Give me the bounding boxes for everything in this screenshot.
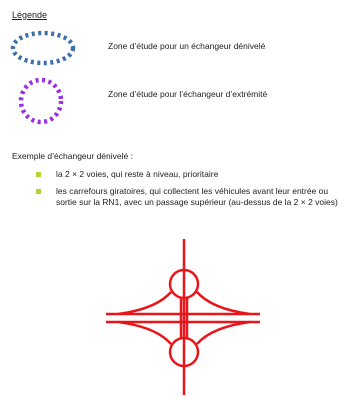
legend-label-end-interchange-zone: Zone d’étude pour l’échangeur d’extrémit… [108,89,268,99]
ramp-lower-left [117,320,172,345]
bullet-text: la 2 × 2 voies, qui reste à niveau, prio… [56,169,219,179]
roundabout-bottom [168,336,200,368]
bullet-square-icon [36,189,41,194]
example-intro: Exemple d’échangeur dénivelé : [12,151,133,161]
ramp-upper-right [196,291,251,316]
legend-title: Légende [12,10,48,20]
interchange-diagram [106,239,260,395]
bullet-square-icon [36,172,41,177]
ramp-lower-right [196,320,251,345]
ramp-upper-left [117,291,172,316]
legend-item-end-interchange-zone: Zone d’étude pour l’échangeur d’extrémit… [0,75,353,125]
dotted-circle-icon [18,77,64,125]
list-item: les carrefours giratoires, qui collecten… [36,186,341,208]
roundabout-top [168,268,200,300]
legend-item-interchange-zone: Zone d’étude pour un échangeur dénivelé [0,27,353,67]
list-item: la 2 × 2 voies, qui reste à niveau, prio… [36,169,341,180]
legend-label-interchange-zone: Zone d’étude pour un échangeur dénivelé [108,41,266,51]
dotted-ellipse-icon [10,30,76,66]
bullet-text: les carrefours giratoires, qui collecten… [56,186,338,207]
example-bullet-list: la 2 × 2 voies, qui reste à niveau, prio… [36,169,341,214]
